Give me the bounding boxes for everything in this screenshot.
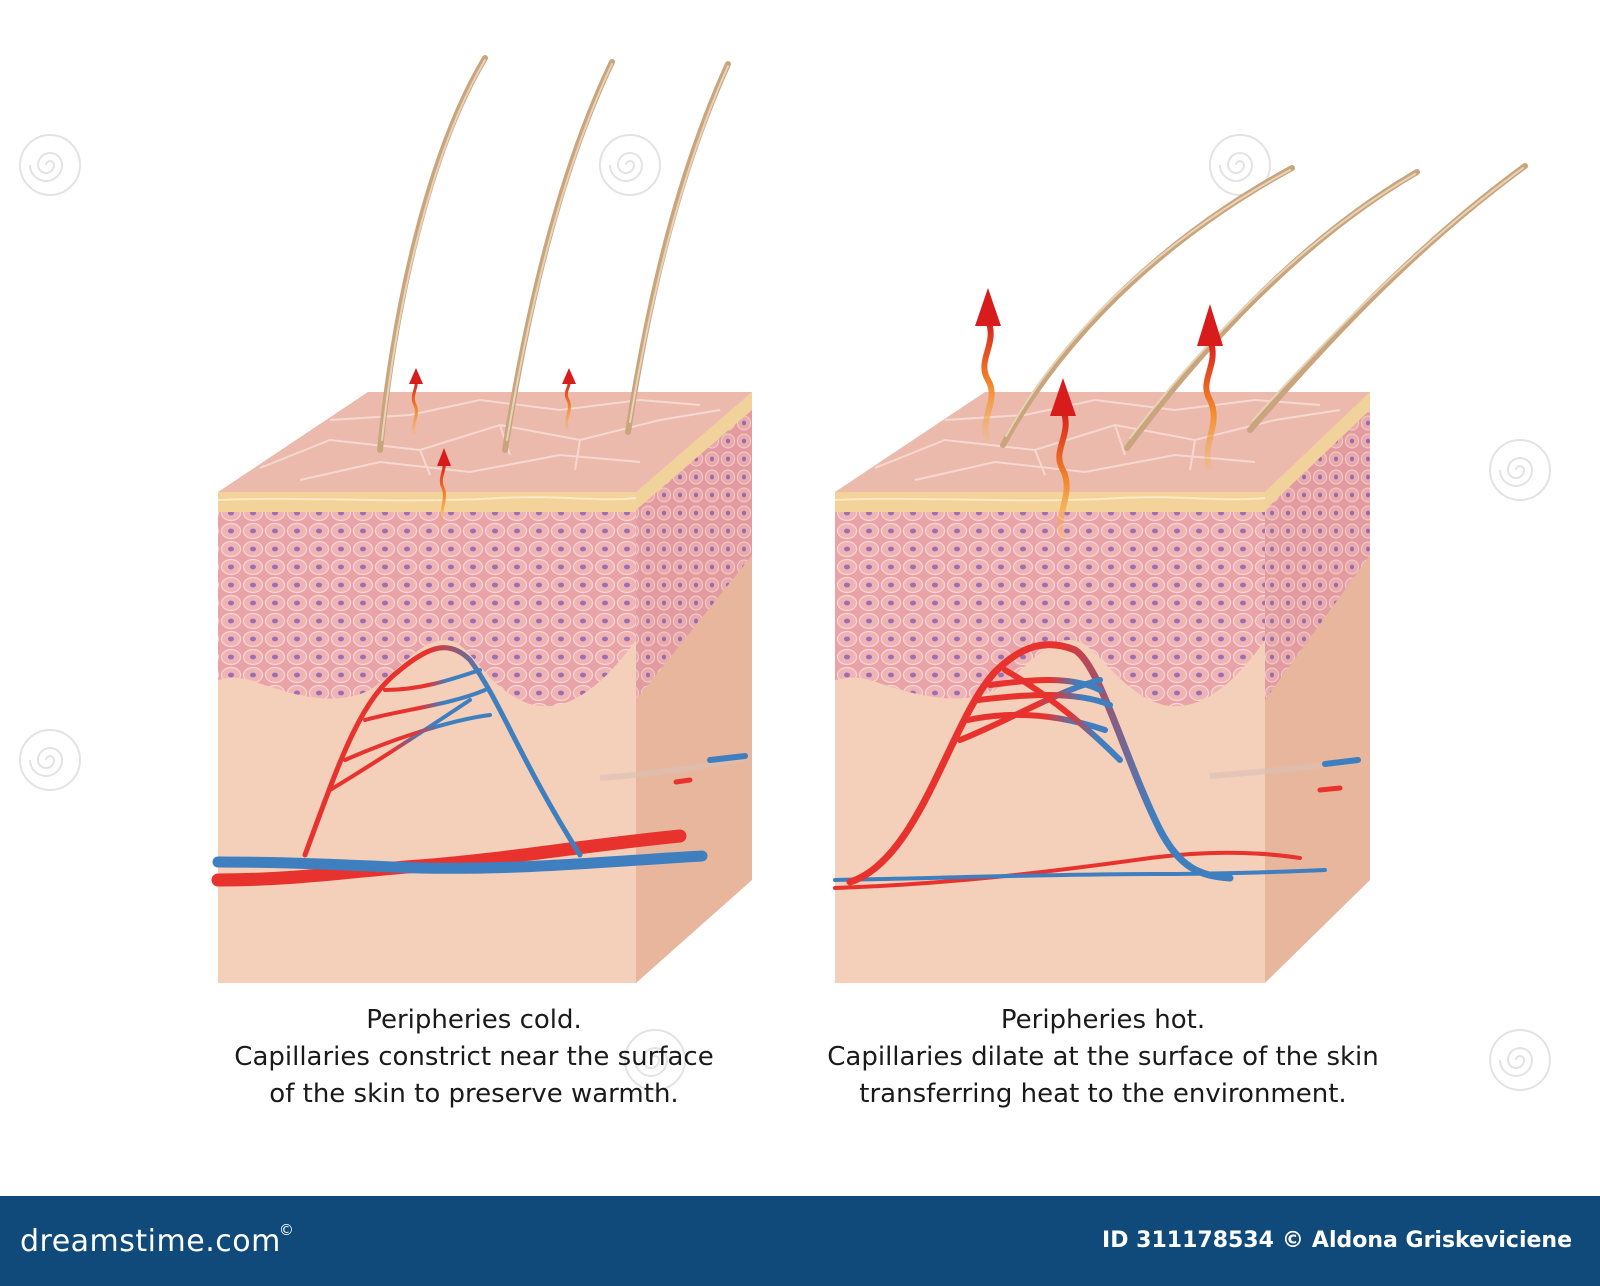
caption-line: Capillaries dilate at the surface of the…	[827, 1042, 1379, 1072]
caption-line: transferring heat to the environment.	[859, 1079, 1347, 1109]
stratum-corneum	[835, 492, 1265, 512]
stratum-corneum	[218, 492, 636, 512]
image-id: ID 311178534	[1102, 1228, 1274, 1253]
separator-icon: ©	[1281, 1228, 1304, 1253]
image-credit: ID 311178534 © Aldona Griskeviciene	[1094, 1228, 1572, 1253]
footer-bar: dreamstime.com© ID 311178534©Aldona Gris…	[0, 1196, 1600, 1286]
epidermis-cells	[835, 512, 1265, 707]
side-epidermis	[636, 410, 752, 700]
caption-line: of the skin to preserve warmth.	[269, 1079, 679, 1109]
caption-line: Peripheries hot.	[1000, 1005, 1206, 1035]
small-heat-arrows	[409, 368, 576, 526]
caption-line: Peripheries cold.	[366, 1005, 582, 1035]
hairs-cold	[377, 55, 731, 453]
caption-cold: Peripheries cold. Capillaries constrict …	[164, 1002, 784, 1113]
vein-deep	[212, 850, 708, 874]
copyright-icon: ©	[278, 1221, 295, 1239]
skin-block-hot	[833, 163, 1528, 983]
brand-text: dreamstime.com	[20, 1224, 281, 1259]
capillary-loop-dilated	[846, 641, 1234, 886]
caption-line: Capillaries constrict near the surface	[234, 1042, 714, 1072]
brand-logo[interactable]: dreamstime.com©	[20, 1221, 295, 1259]
skin-block-cold	[211, 55, 752, 983]
caption-hot: Peripheries hot. Capillaries dilate at t…	[793, 1002, 1413, 1113]
capillary-loop-constricted	[302, 645, 583, 858]
vein-deep	[833, 868, 1327, 882]
skin-thermoregulation-diagram	[19, 55, 1551, 1091]
top-surface	[218, 392, 752, 492]
side-epidermis	[1265, 410, 1370, 700]
author-name: Aldona Griskeviciene	[1311, 1228, 1572, 1253]
artery-deep	[833, 850, 1302, 890]
large-heat-arrows	[975, 288, 1223, 542]
epidermis-cells	[218, 512, 636, 707]
